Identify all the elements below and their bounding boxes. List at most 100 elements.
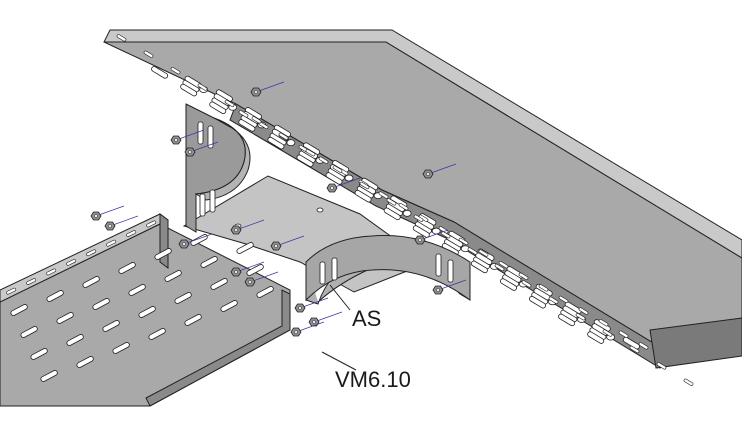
tee-wall-slot: [435, 253, 442, 277]
tee-wall-slot: [207, 125, 214, 149]
bolt-axis-line: [249, 271, 279, 283]
main-tray-wall-slot: [467, 247, 478, 255]
main-tray-slots: [116, 34, 694, 386]
tee-wall-slot: [209, 189, 216, 213]
main-tray-wall-slot: [578, 307, 589, 315]
branch-tray-slot: [30, 348, 48, 360]
bolt-axis-line: [419, 229, 449, 241]
main-tray-wall-slot: [575, 313, 586, 321]
branch-tray-wall-slot: [146, 220, 157, 228]
tee-wall-slot: [197, 121, 204, 145]
callout-as-leader: [329, 284, 351, 311]
main-tray-wall-slot: [458, 237, 469, 246]
main-tray-end-face: [649, 317, 742, 369]
main-tray-wall-slot: [170, 67, 181, 75]
main-tray-wall-slot: [238, 110, 249, 118]
bolt-axis-line: [175, 129, 205, 141]
bolt-axis-line: [437, 279, 467, 291]
branch-tray-wall-slot: [126, 230, 137, 237]
main-tray-wall-slot: [359, 181, 370, 190]
tee-wall-slot: [331, 257, 338, 281]
main-tray-wall-slot: [558, 295, 569, 304]
tee-plate-hole: [316, 207, 324, 213]
main-tray-hole: [286, 139, 296, 147]
main-tray-wall-slot: [494, 263, 505, 272]
bolt-axis-line: [275, 235, 305, 247]
main-tray-wall-slot: [318, 156, 329, 164]
nut-hole: [234, 228, 238, 232]
nut-hole: [248, 280, 252, 284]
branch-tray-slot: [246, 264, 264, 276]
bolt-axis-line: [189, 141, 219, 153]
main-tray-wall-slot: [598, 319, 609, 327]
callout-vm610: VM6.10: [321, 351, 411, 392]
main-tray-wall-slot: [305, 149, 316, 157]
bolt-axis-line: [331, 177, 361, 189]
main-tray-far-wall: [103, 29, 742, 259]
main-tray-slot: [504, 270, 522, 283]
bolt-axis-line: [183, 233, 213, 245]
nut-hole: [188, 150, 192, 154]
main-tray-slot: [622, 336, 640, 350]
branch-tray-wall-slot: [26, 278, 37, 285]
bolt-axis-line: [109, 215, 139, 227]
main-cable-tray: [103, 29, 742, 386]
nut-hole: [174, 138, 178, 142]
branch-tray-slot: [82, 276, 100, 288]
main-tray-slot: [470, 260, 488, 274]
branch-tray-slot: [102, 320, 120, 332]
main-tray-wall-slot: [413, 214, 424, 222]
main-tray-wall-slot: [386, 198, 397, 206]
branch-tray-slot: [40, 370, 58, 382]
main-tray-slot: [325, 172, 343, 185]
branch-tray-slot: [56, 312, 74, 324]
main-tray-wall-slot: [224, 99, 235, 108]
main-tray-slot: [209, 101, 227, 114]
tee-wall-slot: [199, 193, 206, 217]
main-tray-wall-slot: [602, 329, 613, 337]
branch-tray-slot: [10, 304, 28, 316]
nut-hole: [108, 224, 112, 228]
bolt-axis-line: [295, 321, 325, 333]
branch-tray-wall-slot: [106, 239, 117, 247]
main-tray-wall-slot: [498, 261, 509, 269]
main-tray-wall-slot: [332, 165, 343, 173]
branch-tray-wall-slot: [6, 287, 17, 295]
main-tray-wall-slot: [618, 330, 629, 338]
nut-hole: [294, 330, 298, 334]
main-tray-wall-slot: [538, 284, 549, 292]
branch-tray-wall-slot: [66, 259, 77, 266]
bolt-axis-line: [427, 163, 457, 175]
main-tray-slot: [383, 207, 401, 221]
nut-hole: [330, 186, 334, 190]
branch-tray-wall-slot: [86, 249, 97, 257]
branch-tray-slot: [210, 278, 228, 290]
main-tray-slot: [587, 331, 605, 344]
main-tray-wall-slot: [197, 83, 208, 91]
main-tray-wall-slot: [478, 249, 489, 257]
main-tray-wall-slot: [638, 342, 649, 350]
branch-tray-slot: [20, 326, 38, 338]
branch-tray-slot: [46, 290, 64, 302]
bolt-axis-line: [313, 311, 343, 323]
tee-fitting: [182, 103, 471, 305]
branch-tray-slot: [164, 270, 182, 282]
main-tray-slot: [499, 278, 517, 291]
bolt-axis-line: [255, 81, 285, 93]
branch-tray-slot: [236, 242, 254, 254]
main-tray-wall-slot: [398, 203, 409, 211]
nut-hole: [94, 214, 98, 218]
bolt-axis-line: [235, 219, 265, 231]
branch-tray-slot: [184, 314, 202, 326]
branch-tray-wall-slot: [46, 268, 57, 276]
branch-tray-slot: [112, 342, 130, 354]
main-tray-wall-slot: [378, 191, 389, 199]
branch-tray-slot: [92, 298, 110, 310]
callout-as-label: AS: [352, 306, 381, 331]
branch-tray-slot: [138, 306, 156, 318]
nut-hole: [234, 270, 238, 274]
main-tray-wall-slot: [251, 116, 262, 124]
branch-tray-slot: [128, 284, 146, 296]
